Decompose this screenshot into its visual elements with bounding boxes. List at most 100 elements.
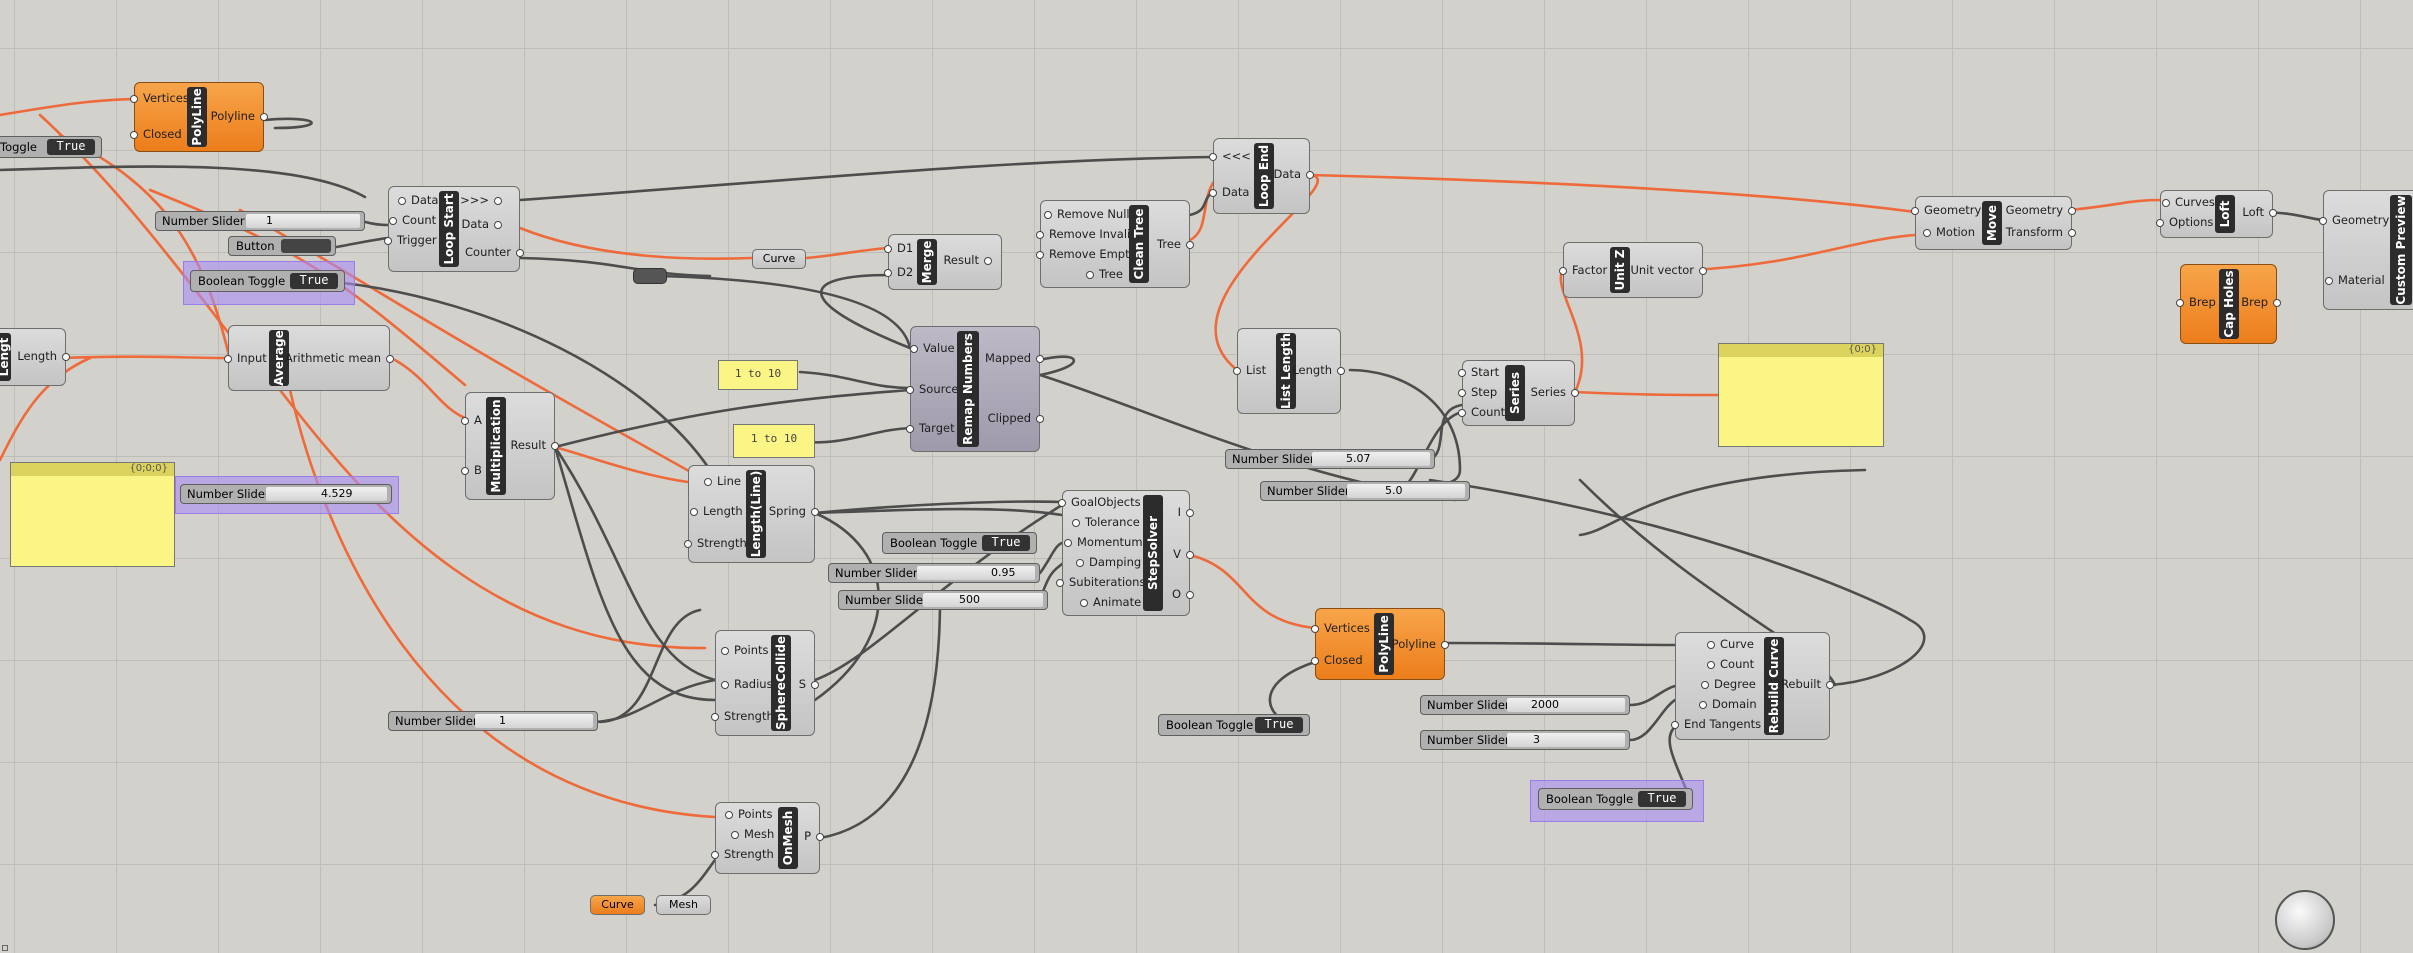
- input-curves[interactable]: Curves: [2162, 195, 2215, 209]
- output-data[interactable]: Data: [461, 217, 503, 231]
- component-loft[interactable]: Curves Options Loft Loft: [2155, 190, 2277, 238]
- slider-track[interactable]: [1312, 452, 1430, 466]
- input-geometry[interactable]: Geometry: [2318, 213, 2390, 227]
- number-slider[interactable]: Number Slider 0.95: [828, 563, 1040, 583]
- input-source[interactable]: Source: [906, 382, 959, 396]
- input-degree[interactable]: Degree: [1701, 677, 1756, 691]
- input-d2[interactable]: D2: [883, 265, 914, 279]
- component-clean-tree[interactable]: Remove Nulls Remove Invalid Remove Empty…: [1035, 200, 1194, 288]
- input-loop[interactable]: <<<: [1209, 149, 1251, 163]
- boolean-toggle[interactable]: Boolean Toggle True: [882, 532, 1037, 554]
- input-b[interactable]: B: [461, 463, 482, 477]
- number-slider[interactable]: Number Slider 3: [1420, 730, 1630, 750]
- input-tolerance[interactable]: Tolerance: [1072, 515, 1140, 529]
- component-length[interactable]: Lengt Length: [0, 328, 70, 386]
- curve-param[interactable]: Curve: [752, 249, 806, 269]
- output-tree[interactable]: Tree: [1157, 237, 1194, 251]
- output-brep[interactable]: Brep: [2241, 295, 2281, 309]
- boolean-toggle[interactable]: Toggle True: [0, 136, 102, 158]
- output-i[interactable]: I: [1177, 505, 1197, 519]
- component-loop-start[interactable]: Data Count Trigger Loop Start >>> Data C…: [384, 186, 524, 272]
- output-mapped[interactable]: Mapped: [985, 351, 1044, 365]
- component-rebuild-curve[interactable]: Curve Count Degree Domain End Tangents R…: [1670, 632, 1835, 740]
- boolean-toggle[interactable]: Boolean Toggle True: [190, 270, 345, 292]
- input-vertices[interactable]: Vertices: [130, 91, 189, 105]
- component-onmesh[interactable]: Points Mesh Strength OnMesh P: [711, 802, 824, 874]
- input-strength[interactable]: Strength: [711, 847, 774, 861]
- input-count[interactable]: Count: [388, 213, 437, 227]
- component-series[interactable]: Start Step Count Series Series: [1457, 360, 1580, 426]
- input-strength[interactable]: Strength: [711, 709, 774, 723]
- relay[interactable]: [633, 268, 667, 284]
- boolean-toggle[interactable]: Boolean Toggle True: [1538, 788, 1693, 810]
- output-series[interactable]: Series: [1530, 385, 1580, 399]
- input-points[interactable]: Points: [721, 643, 769, 657]
- input-points[interactable]: Points: [725, 807, 773, 821]
- input-line[interactable]: Line: [704, 474, 741, 488]
- input-start[interactable]: Start: [1457, 365, 1500, 379]
- boolean-toggle[interactable]: Boolean Toggle True: [1158, 714, 1310, 736]
- output-v[interactable]: V: [1173, 547, 1194, 561]
- input-remove-nulls[interactable]: Remove Nulls: [1044, 207, 1136, 221]
- component-custom-preview[interactable]: Geometry Material Custom Preview: [2318, 190, 2413, 310]
- input-trigger[interactable]: Trigger: [384, 233, 437, 247]
- panel[interactable]: {0;0;0}: [10, 462, 175, 567]
- output-loop[interactable]: >>>: [460, 193, 502, 207]
- input-options[interactable]: Options: [2155, 215, 2214, 229]
- slider-track[interactable]: [1507, 733, 1625, 747]
- input-animate[interactable]: Animate: [1079, 595, 1142, 609]
- component-move[interactable]: Geometry Motion Move Geometry Transform: [1910, 196, 2077, 250]
- slider-track[interactable]: [266, 487, 387, 501]
- input-input[interactable]: Input: [224, 351, 267, 365]
- input-tree[interactable]: Tree: [1086, 267, 1123, 281]
- curve-param[interactable]: Curve: [590, 895, 645, 915]
- output-data[interactable]: Data: [1273, 167, 1315, 181]
- input-domain[interactable]: Domain: [1699, 697, 1757, 711]
- output-polyline[interactable]: Polyline: [210, 109, 269, 123]
- number-slider[interactable]: Number Slider 5.0: [1260, 481, 1470, 501]
- input-subiterations[interactable]: Subiterations: [1055, 575, 1146, 589]
- input-count[interactable]: Count: [1457, 405, 1506, 419]
- input-radius[interactable]: Radius: [721, 677, 773, 691]
- input-d1[interactable]: D1: [883, 241, 914, 255]
- input-target[interactable]: Target: [906, 421, 955, 435]
- output-length[interactable]: Length: [1292, 363, 1345, 377]
- output-o[interactable]: O: [1171, 587, 1195, 601]
- output-rebuilt[interactable]: Rebuilt: [1780, 677, 1835, 691]
- input-factor[interactable]: Factor: [1558, 263, 1608, 277]
- mesh-param[interactable]: Mesh: [656, 895, 711, 915]
- input-geometry[interactable]: Geometry: [1910, 203, 1982, 217]
- number-slider[interactable]: Number Slider 500: [838, 590, 1048, 610]
- output-unit-vector[interactable]: Unit vector: [1630, 263, 1707, 277]
- output-loft[interactable]: Loft: [2242, 205, 2277, 219]
- output-clipped[interactable]: Clipped: [987, 411, 1045, 425]
- input-momentum[interactable]: Momentum: [1064, 535, 1143, 549]
- input-material[interactable]: Material: [2325, 273, 2385, 287]
- component-cap-holes[interactable]: Brep Cap Holes Brep: [2176, 264, 2281, 344]
- input-data[interactable]: Data: [397, 193, 439, 207]
- slider-track[interactable]: [923, 593, 1043, 607]
- input-motion[interactable]: Motion: [1923, 225, 1975, 239]
- input-curve[interactable]: Curve: [1707, 637, 1754, 651]
- component-merge[interactable]: D1 D2 Merge Result: [883, 234, 1002, 290]
- input-end-tangents[interactable]: End Tangents: [1670, 717, 1762, 731]
- input-mesh[interactable]: Mesh: [730, 827, 775, 841]
- component-multiplication[interactable]: A B Multiplication Result: [461, 392, 559, 500]
- output-length[interactable]: Length: [17, 349, 70, 363]
- component-remap-numbers[interactable]: Value Source Target Remap Numbers Mapped…: [906, 326, 1045, 452]
- input-damping[interactable]: Damping: [1075, 555, 1142, 569]
- component-average[interactable]: Input Average Arithmetic mean: [224, 325, 395, 391]
- input-value[interactable]: Value: [910, 341, 955, 355]
- input-vertices[interactable]: Vertices: [1311, 621, 1370, 635]
- input-strength[interactable]: Strength: [684, 536, 747, 550]
- input-a[interactable]: A: [461, 413, 482, 427]
- number-slider[interactable]: Number Slider 1: [388, 711, 598, 731]
- input-remove-invalid[interactable]: Remove Invalid: [1036, 227, 1138, 241]
- input-data[interactable]: Data: [1208, 185, 1250, 199]
- button-face[interactable]: [281, 239, 331, 253]
- output-counter[interactable]: Counter: [465, 245, 524, 259]
- component-polyline-top[interactable]: Vertices Closed PolyLine Polyline: [130, 82, 269, 152]
- component-spherecollide[interactable]: Points Radius Strength SphereCollide S: [711, 630, 820, 736]
- input-count[interactable]: Count: [1706, 657, 1755, 671]
- slider-track[interactable]: [917, 566, 1035, 580]
